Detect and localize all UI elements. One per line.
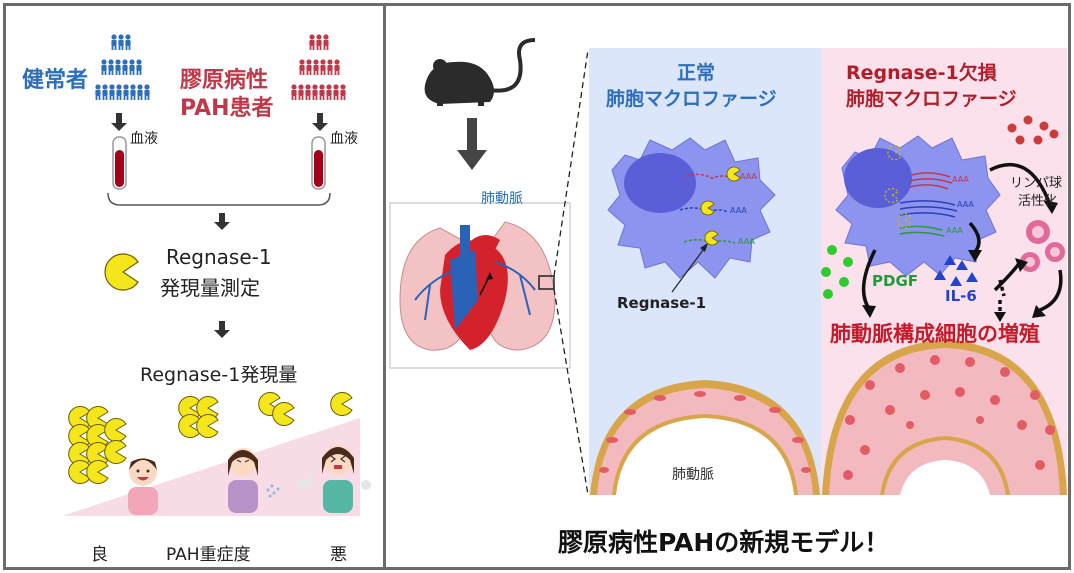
aaa-tag: AAA (740, 172, 757, 181)
patient-good-icon (128, 458, 158, 515)
deficient-title-line2: 肺胞マクロファージ (846, 88, 1017, 110)
healthy-people-icon (95, 34, 150, 100)
mrna-strands (899, 172, 958, 237)
normal-title-line2: 肺胞マクロファージ (606, 88, 777, 110)
patient-bad-icon (298, 445, 371, 513)
regnase-pacman-icon (104, 253, 139, 291)
zoom-box (538, 275, 555, 290)
normal-vessel-icon (590, 380, 820, 495)
thickened-vessel-icon (822, 340, 1067, 495)
il6-label: IL-6 (945, 287, 977, 305)
axis-severity-label: PAH重症度 (166, 545, 251, 565)
axis-bad-label: 悪 (330, 545, 347, 565)
normal-title-line1: 正常 (677, 62, 716, 84)
blood-label: 血液 (330, 131, 358, 147)
proliferation-label: 肺動脈構成細胞の増殖 (830, 322, 1040, 346)
pulmonary-artery-label: 肺動脈 (481, 191, 523, 207)
regnase-pointer (671, 245, 707, 293)
blood-label: 血液 (130, 131, 158, 147)
regnase-label: Regnase-1 (617, 294, 707, 312)
aaa-tag: AAA (952, 175, 969, 184)
blood-tube-icon (112, 136, 326, 190)
zoom-lines (553, 49, 589, 496)
group-healthy-label: 健常者 (22, 68, 89, 93)
conclusion-text: 膠原病性PAHの新規モデル！ (558, 528, 890, 557)
lung-heart-icon (399, 221, 556, 351)
arrow-down-icon (457, 118, 487, 170)
pointer-arrowhead (700, 243, 708, 252)
mouse-icon (424, 38, 536, 106)
nucleus (624, 153, 696, 213)
lymph-label-line2: 活性化 (1018, 194, 1058, 209)
aaa-tag: AAA (957, 200, 974, 209)
pdgf-particles (821, 245, 853, 299)
group-pah-label-line2: PAH患者 (180, 96, 274, 121)
nucleus (844, 148, 912, 208)
right-panel (383, 3, 1071, 570)
aaa-tag: AAA (730, 206, 747, 215)
aaa-tag: AAA (946, 226, 963, 235)
arrow-down-icon (111, 113, 328, 131)
arrow-down-icon (214, 213, 230, 338)
left-panel (3, 3, 385, 570)
patient-mid-icon (228, 448, 280, 513)
group-pah-label-line1: 膠原病性 (180, 68, 269, 93)
bracket (107, 192, 331, 206)
pdgf-label: PDGF (872, 272, 919, 290)
arrowheads (862, 200, 1058, 322)
deficient-title-line1: Regnase-1欠損 (846, 62, 997, 84)
vessel-label: 肺動脈 (672, 467, 714, 483)
lymph-label-line1: リンパ球 (1010, 176, 1063, 191)
expression-label: Regnase-1発現量 (140, 364, 298, 386)
axis-good-label: 良 (91, 545, 108, 565)
cytokine-particles (1007, 115, 1059, 145)
measure-label-line2: 発現量測定 (160, 276, 260, 300)
pah-patients-icon (291, 34, 346, 100)
il6-particles (934, 255, 978, 286)
measure-label-line1: Regnase-1 (166, 245, 272, 269)
empty-pacman-icon (884, 144, 912, 229)
lymphocyte-icon (1020, 220, 1065, 272)
aaa-tag: AAA (738, 237, 755, 246)
